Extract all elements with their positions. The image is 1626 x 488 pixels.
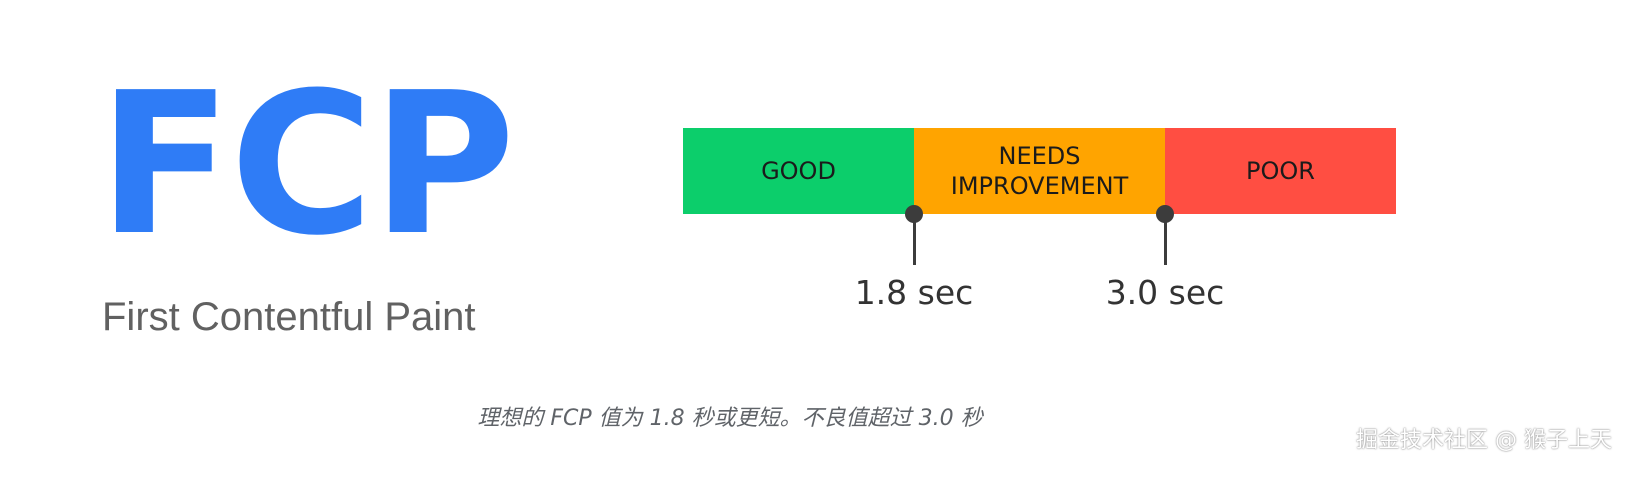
threshold-marker-good-boundary	[905, 205, 923, 265]
threshold-stem	[1163, 217, 1167, 265]
segment-good: GOOD	[683, 128, 914, 214]
segment-poor-label: POOR	[1246, 157, 1315, 185]
segment-needs-improvement: NEEDS IMPROVEMENT	[914, 128, 1165, 214]
threshold-marker-poor-boundary	[1156, 205, 1174, 265]
segment-needs-improvement-label: NEEDS IMPROVEMENT	[950, 142, 1129, 200]
watermark: 掘金技术社区 @ 猴子上天	[1356, 428, 1612, 453]
metric-acronym: FCP	[98, 51, 515, 279]
segment-good-label: GOOD	[761, 157, 836, 185]
threshold-label-poor-boundary: 3.0 sec	[1105, 273, 1225, 312]
threshold-label-good-boundary: 1.8 sec	[854, 273, 974, 312]
metric-full-name: First Contentful Paint	[102, 295, 476, 339]
caption: 理想的 FCP 值为 1.8 秒或更短。不良值超过 3.0 秒	[477, 406, 983, 431]
segment-poor: POOR	[1165, 128, 1396, 214]
threshold-stem	[912, 217, 916, 265]
threshold-dot	[1156, 205, 1174, 223]
threshold-dot	[905, 205, 923, 223]
performance-scale-bar: GOOD NEEDS IMPROVEMENT POOR	[683, 128, 1396, 214]
